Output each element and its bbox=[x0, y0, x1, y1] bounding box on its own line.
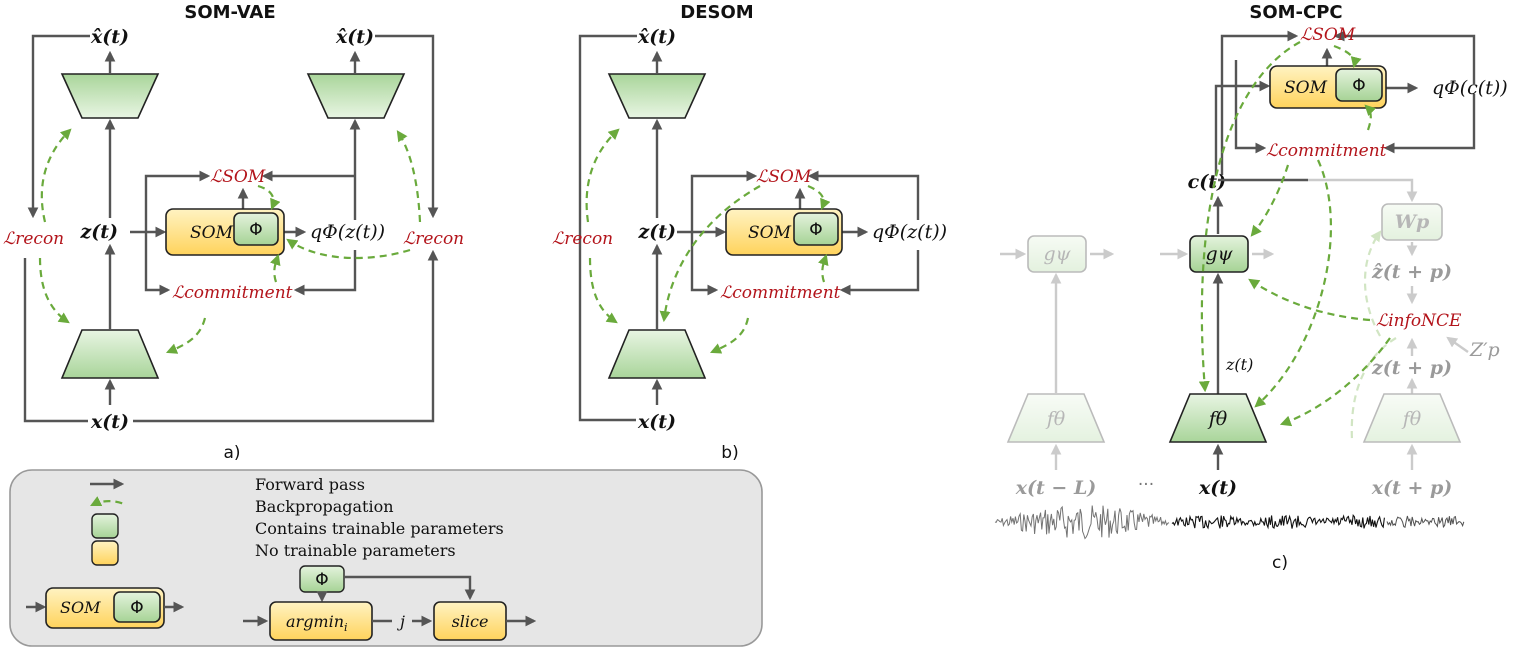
panel-som-cpc: SOM-CPC SOM Φ ℒSOM ℒcommitment qΦ(c(t)) … bbox=[994, 2, 1508, 573]
phi-label-c: Φ bbox=[1352, 76, 1365, 96]
ellipsis: ··· bbox=[1138, 475, 1154, 495]
f-theta-label: fθ bbox=[1207, 408, 1228, 430]
phi-block-b bbox=[793, 212, 839, 246]
x-hat-right: x̂(t) bbox=[335, 26, 374, 48]
legend-phi-small-label: Φ bbox=[315, 570, 328, 590]
legend-backward-text: Backpropagation bbox=[255, 497, 394, 516]
c-t: c(t) bbox=[1188, 171, 1226, 193]
panel-desom: DESOM x̂(t) SOM Φ z(t) qΦ(z(t)) x(t) ℒSO… bbox=[552, 2, 947, 463]
g-psi-faded-label: gψ bbox=[1043, 243, 1071, 265]
som-label-c: SOM bbox=[1284, 78, 1328, 98]
legend-trainable-swatch bbox=[91, 513, 119, 539]
z-t-a: z(t) bbox=[79, 221, 118, 243]
decoder-right bbox=[306, 73, 406, 119]
z-prime-p: Z′p bbox=[1469, 339, 1500, 361]
legend-forward-text: Forward pass bbox=[255, 475, 365, 494]
legend-j: j bbox=[397, 612, 405, 631]
waveform bbox=[994, 505, 1465, 540]
legend-nontrainable-text: No trainable parameters bbox=[255, 541, 456, 560]
phi-label-a: Φ bbox=[249, 220, 262, 240]
encoder bbox=[60, 329, 160, 379]
legend-slice-label: slice bbox=[452, 612, 489, 631]
legend-argmin-label: argmini bbox=[286, 612, 348, 634]
som-label-a: SOM bbox=[190, 223, 234, 243]
faded-left-column: gψ fθ bbox=[1000, 235, 1275, 470]
loss-recon-b: ℒrecon bbox=[552, 229, 613, 249]
legend-backprop-arrow bbox=[90, 496, 125, 506]
phi-block-c bbox=[1335, 68, 1383, 102]
panel-a-title: SOM-VAE bbox=[184, 2, 275, 23]
panel-b-caption: b) bbox=[721, 443, 738, 463]
x-t-b: x(t) bbox=[637, 411, 676, 433]
loss-recon-right: ℒrecon bbox=[403, 229, 464, 249]
panel-c-title: SOM-CPC bbox=[1249, 2, 1342, 23]
x-tp: x(t + p) bbox=[1371, 477, 1453, 499]
panel-b-title: DESOM bbox=[680, 2, 753, 23]
loss-infonce: ℒinfoNCE bbox=[1376, 311, 1462, 331]
loss-recon-left: ℒrecon bbox=[3, 229, 64, 249]
q-z-b: qΦ(z(t)) bbox=[872, 221, 947, 243]
x-t-a: x(t) bbox=[90, 411, 129, 433]
loss-commitment-b: ℒcommitment bbox=[720, 283, 841, 303]
z-tp: z(t + p) bbox=[1371, 357, 1452, 379]
loss-som-b: ℒSOM bbox=[756, 167, 812, 187]
loss-som-c: ℒSOM bbox=[1300, 25, 1356, 45]
phi-block-a bbox=[233, 212, 279, 246]
panel-a-caption: a) bbox=[223, 443, 240, 463]
x-t-minus-l: x(t − L) bbox=[1015, 477, 1097, 499]
g-psi-label: gψ bbox=[1205, 243, 1233, 265]
x-hat-b: x̂(t) bbox=[637, 26, 676, 48]
loss-som-a: ℒSOM bbox=[210, 167, 266, 187]
f-theta-faded-right: fθ bbox=[1401, 408, 1422, 430]
z-hat-tp: ẑ(t + p) bbox=[1371, 261, 1452, 283]
q-z-a: qΦ(z(t)) bbox=[310, 221, 385, 243]
legend-phi-label: Φ bbox=[130, 598, 143, 618]
legend-box: Forward pass Backpropagation Contains tr… bbox=[9, 469, 763, 647]
loss-commitment-c: ℒcommitment bbox=[1266, 141, 1387, 161]
legend-trainable-text: Contains trainable parameters bbox=[255, 519, 504, 538]
panel-c-caption: c) bbox=[1272, 553, 1288, 573]
f-theta-faded-left: fθ bbox=[1045, 408, 1066, 430]
som-label-b: SOM bbox=[748, 223, 792, 243]
x-hat-left: x̂(t) bbox=[90, 26, 129, 48]
phi-label-b: Φ bbox=[809, 220, 822, 240]
faded-right-column: Wp fθ bbox=[1308, 178, 1469, 470]
x-t-c: x(t) bbox=[1198, 477, 1237, 499]
z-t-b: z(t) bbox=[637, 221, 676, 243]
decoder-b bbox=[607, 73, 707, 119]
legend-som-label: SOM bbox=[60, 598, 101, 617]
decoder-left bbox=[60, 73, 160, 119]
z-t-c: z(t) bbox=[1225, 355, 1253, 374]
w-p-label: Wp bbox=[1395, 211, 1430, 233]
q-c: qΦ(c(t)) bbox=[1432, 77, 1508, 99]
f-theta-block bbox=[1168, 393, 1268, 443]
legend-nontrainable-swatch bbox=[91, 540, 119, 566]
loss-commitment-a: ℒcommitment bbox=[172, 283, 293, 303]
encoder-b bbox=[607, 329, 707, 379]
panel-som-vae: SOM-VAE x̂(t) x̂(t) SOM Φ z(t) qΦ(z(t)) bbox=[3, 2, 464, 463]
